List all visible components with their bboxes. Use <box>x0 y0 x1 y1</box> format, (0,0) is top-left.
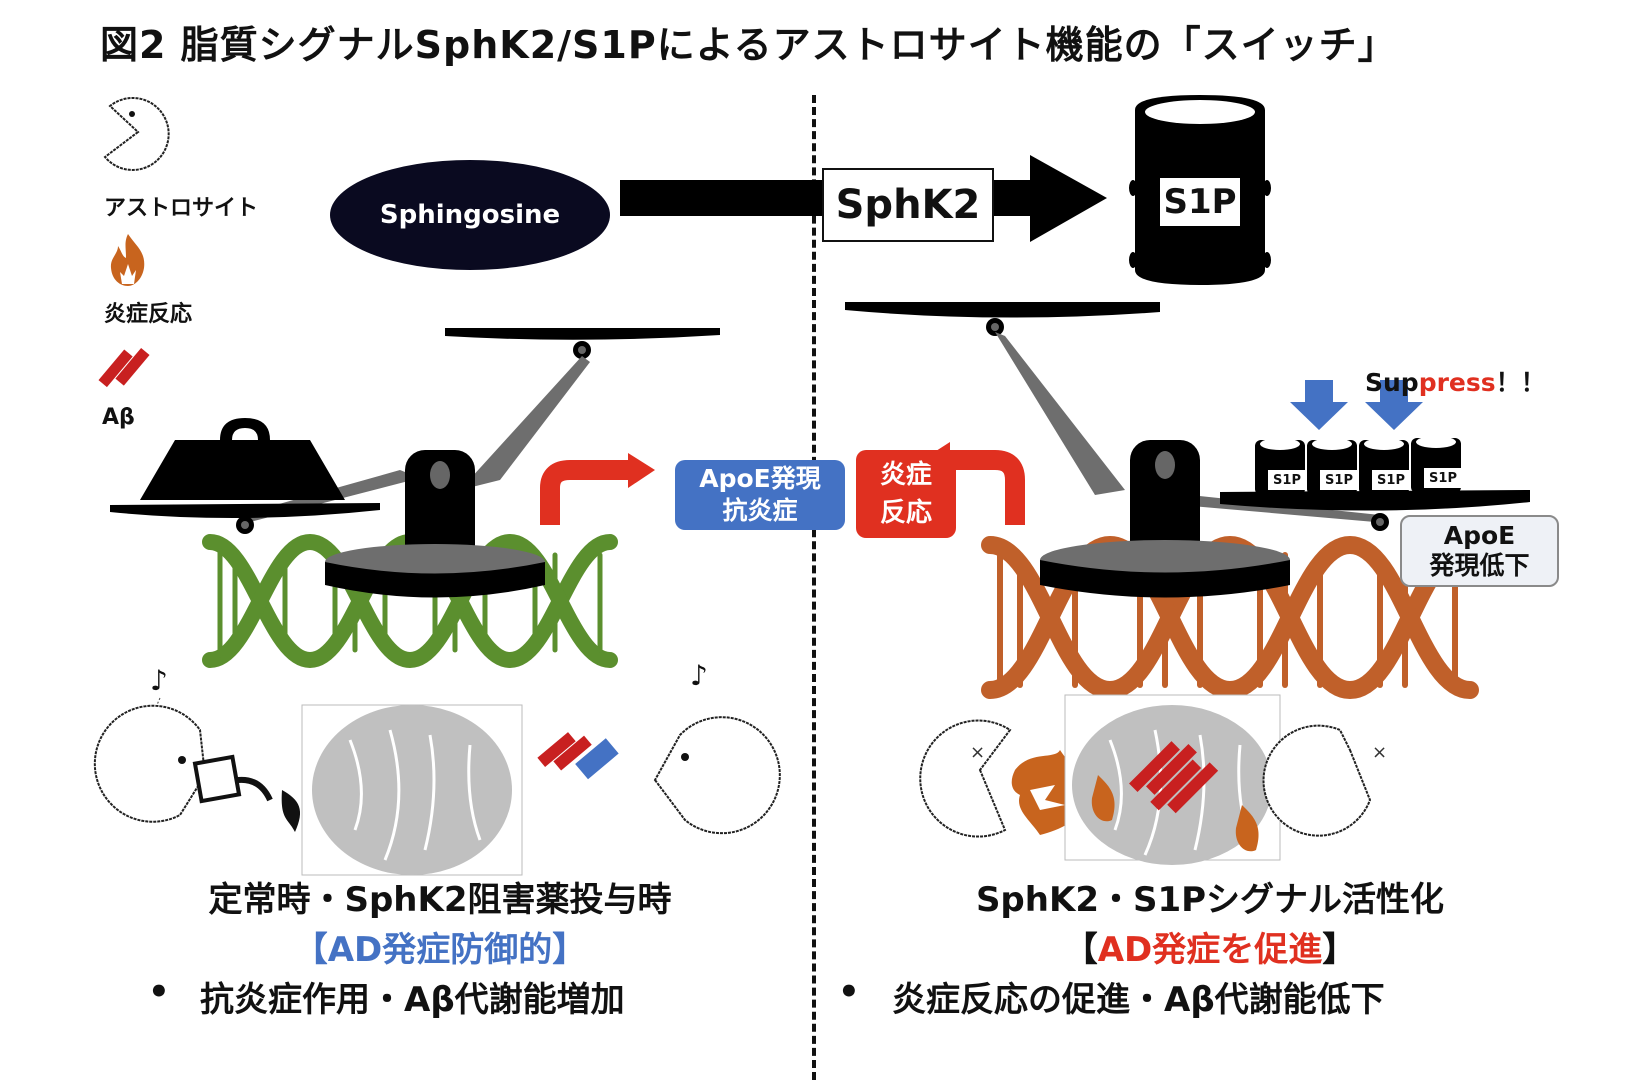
astrocyte-right-icon <box>653 716 781 835</box>
left-bottom-illustration: ♪ ♪ <box>93 659 781 876</box>
right-bottom-illustration: × × <box>919 694 1387 865</box>
apoe-box-line1: ApoE発現 <box>699 464 821 493</box>
amyloid-beta-icon <box>98 347 150 388</box>
small-barrel-label: S1P <box>1320 470 1358 490</box>
cup-icon <box>192 754 242 804</box>
apoe-anti-inflammation-box: ApoE発現 抗炎症 <box>675 460 845 530</box>
legend-astrocyte-label: アストロサイト <box>104 196 259 221</box>
apoe-decrease-box: ApoE 発現低下 <box>1400 515 1559 587</box>
legend-abeta-label: Aβ <box>102 405 135 430</box>
abeta-bound-icon <box>537 732 619 780</box>
right-caption-highlight: AD発症を促進 <box>1097 930 1323 970</box>
suppress-highlight: press <box>1418 368 1496 397</box>
black-flame-icon <box>281 790 301 832</box>
apoe-box-line2: 抗炎症 <box>722 496 798 525</box>
suppress-label: Suppress！！ <box>1365 363 1546 399</box>
right-caption-bracket-close: 】 <box>1322 930 1357 970</box>
left-balance-scale <box>110 328 720 669</box>
apoe-decrease-line1: ApoE <box>1443 521 1516 550</box>
suppress-arrows <box>1290 380 1423 430</box>
legend-astrocyte <box>100 92 175 176</box>
apoe-decrease-line2: 発現低下 <box>1429 551 1530 580</box>
right-caption-bracket-open: 【 <box>1063 930 1098 970</box>
panel-divider <box>812 95 816 1080</box>
left-caption-line2: 【AD発症防御的】 <box>293 930 587 970</box>
inflammation-box-line1: 炎症 <box>879 460 932 490</box>
svg-text:×: × <box>1372 742 1387 763</box>
left-caption-bullet: • <box>148 972 170 1012</box>
astrocyte-impaired-right-icon <box>1262 724 1372 837</box>
svg-text:×: × <box>970 742 985 763</box>
left-caption-line1: 定常時・SphK2阻害薬投与時 <box>208 880 672 920</box>
inflammation-box-line2: 反応 <box>879 498 932 528</box>
right-balance-scale <box>845 302 1530 700</box>
abeta-aggregate-icon <box>1129 741 1219 814</box>
right-caption-line1: SphK2・S1Pシグナル活性化 <box>975 880 1445 920</box>
brain-flame-icon <box>1235 805 1259 852</box>
music-note-icon: ♪ <box>690 659 708 692</box>
astrocyte-left-icon <box>93 704 207 823</box>
brain-icon <box>312 705 512 875</box>
right-caption-line3: 炎症反応の促進・Aβ代謝能低下 <box>892 980 1385 1020</box>
flame-icon <box>110 234 145 286</box>
suppress-suffix: ！！ <box>1495 368 1546 397</box>
brain-flame-icon <box>1091 775 1115 822</box>
astrocyte-pacman-icon <box>103 96 170 171</box>
sphingosine-ellipse: Sphingosine <box>330 160 610 270</box>
left-caption-line3: 抗炎症作用・Aβ代謝能増加 <box>200 980 625 1020</box>
right-caption-bullet: • <box>838 972 860 1012</box>
legend-flame <box>108 232 148 291</box>
small-barrel-label: S1P <box>1268 470 1306 490</box>
figure-title: 図2 脂質シグナルSphK2/S1Pによるアストロサイト機能の「スイッチ」 <box>100 23 1397 67</box>
astrocyte-impaired-left-icon <box>919 719 1012 838</box>
music-note-icon: ♪ <box>150 664 168 697</box>
legend-abeta <box>96 333 151 407</box>
right-caption-line2: 【AD発症を促進】 <box>890 922 1530 971</box>
legend-flame-label: 炎症反応 <box>104 302 193 327</box>
s1p-barrel-label: S1P <box>1160 178 1240 226</box>
small-barrel-label: S1P <box>1424 468 1462 488</box>
sphk2-enzyme-box: SphK2 <box>822 168 994 242</box>
suppress-prefix: Sup <box>1365 368 1419 397</box>
small-barrel-label: S1P <box>1372 470 1410 490</box>
